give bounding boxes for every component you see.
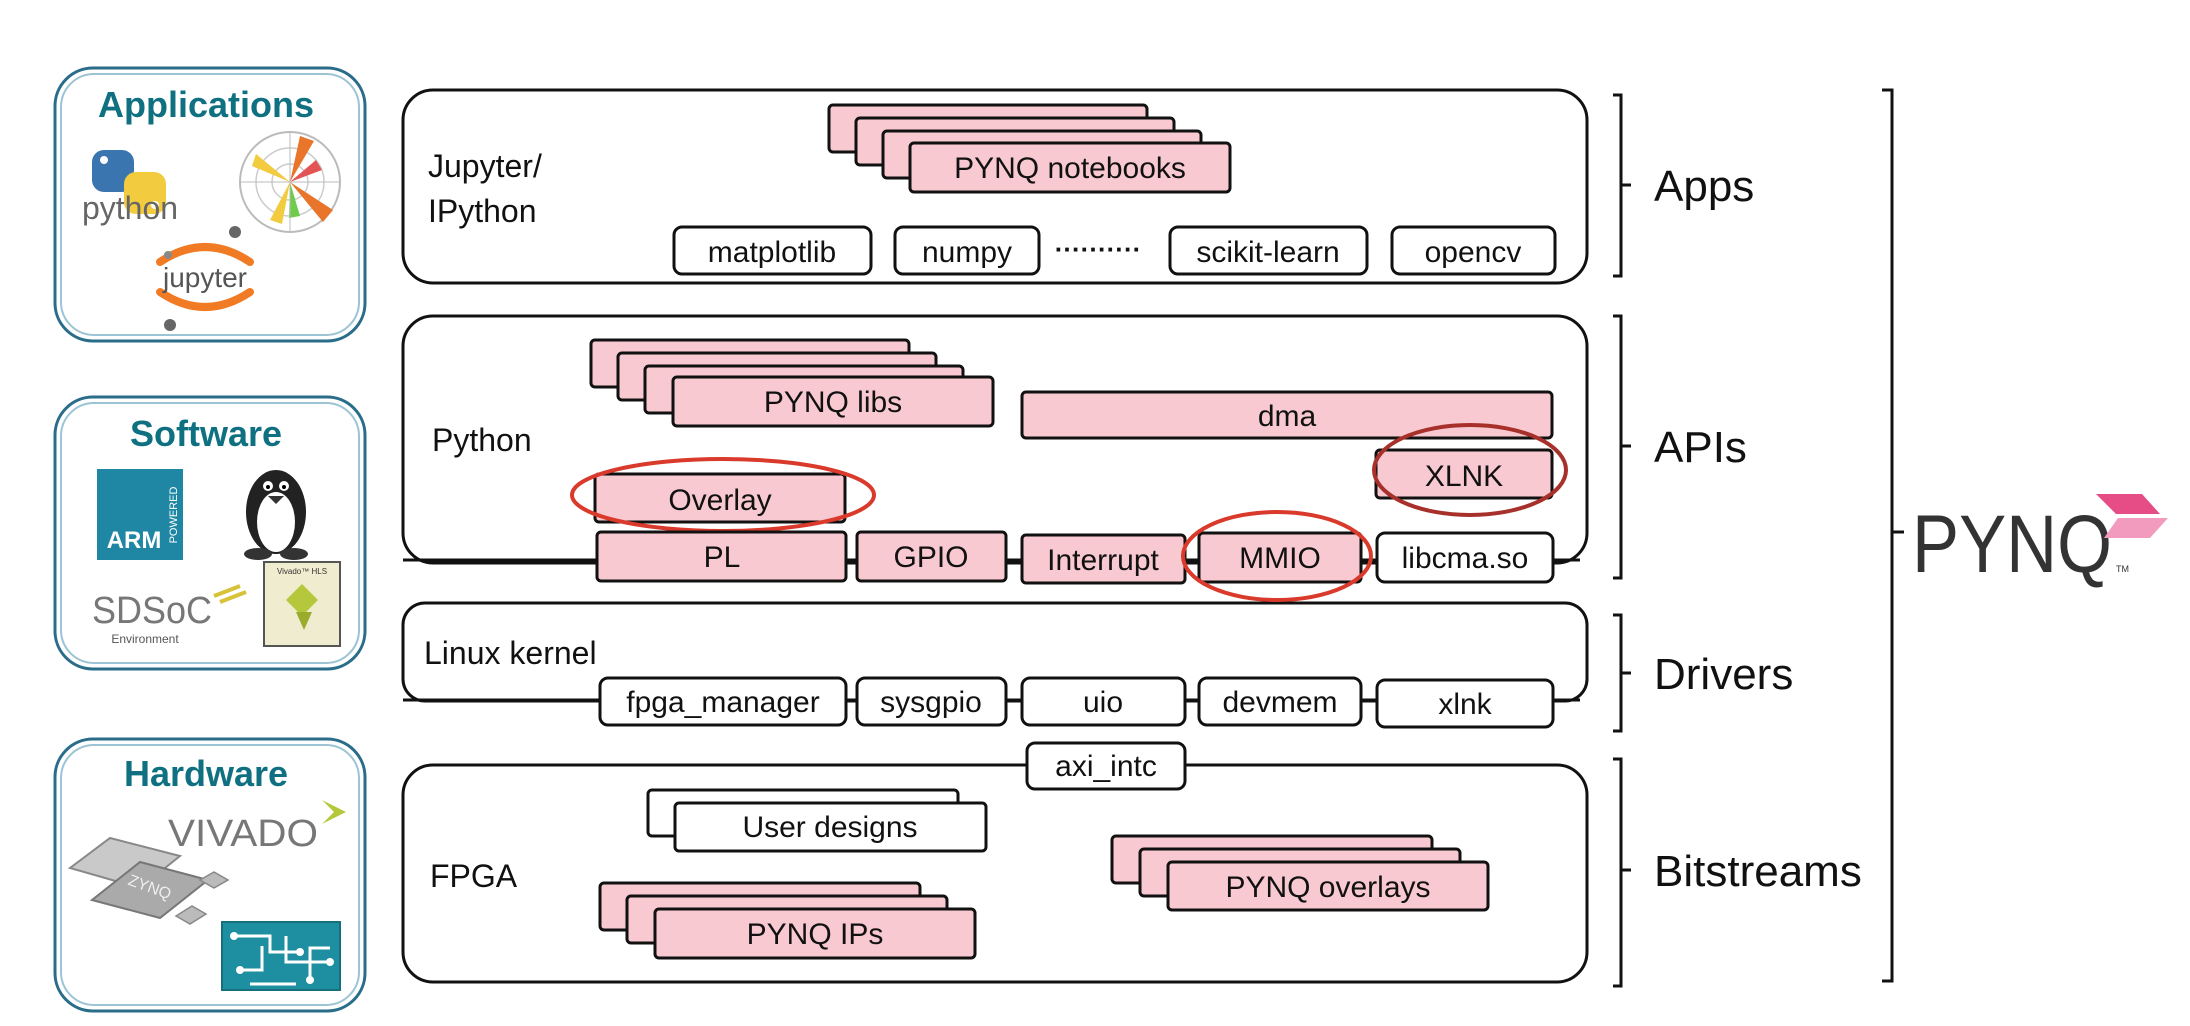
libcma-box[interactable] — [1375, 531, 1555, 584]
bitstreams-bracket: Bitstreams — [1613, 757, 1862, 988]
software-panel: Software ARM POWERED SDSoC Environment — [53, 395, 367, 671]
sdsoc-environment-text: Environment — [111, 632, 179, 646]
sdsoc-logo-text: SDSoC — [92, 590, 212, 632]
vivado-logo-icon — [322, 800, 346, 824]
library-ellipsis: ·········· — [1055, 234, 1142, 264]
gpio-box[interactable] — [855, 530, 1008, 583]
user-designs-box[interactable] — [673, 801, 988, 853]
library-label-opencv: opencv — [1425, 236, 1522, 269]
library-label-numpy: numpy — [922, 236, 1012, 269]
linux-tux-icon — [244, 470, 308, 560]
mmio-label: MMIO — [1239, 542, 1321, 575]
apps-bracket-label: Apps — [1654, 162, 1754, 211]
python-logo-icon: python — [82, 150, 178, 226]
overlay-label: Overlay — [668, 484, 771, 517]
pynq-libs-label: PYNQ libs — [764, 386, 902, 419]
drivers-bracket-label: Drivers — [1654, 650, 1793, 699]
library-box-opencv[interactable] — [1390, 225, 1557, 276]
driver-box-devmem[interactable] — [1197, 676, 1363, 727]
driver-box-sysgpio[interactable] — [855, 676, 1008, 727]
axi-intc-box[interactable] — [1025, 741, 1187, 791]
pl-box[interactable] — [595, 530, 848, 583]
bitstreams-layer-label: FPGA — [430, 858, 518, 894]
apps-libraries: matplotlib numpy ·········· scikit-learn… — [672, 225, 1557, 276]
arm-logo-icon: ARM POWERED — [97, 469, 183, 560]
pynq-bracket — [1882, 88, 1904, 983]
arm-logo-text: ARM — [107, 527, 162, 554]
dma-box[interactable] — [1020, 390, 1554, 440]
driver-label-sysgpio: sysgpio — [880, 686, 982, 719]
library-box-numpy[interactable] — [893, 225, 1041, 276]
driver-label-fpga-manager: fpga_manager — [626, 686, 819, 719]
pynq-libs-stack: PYNQ libs — [589, 338, 995, 428]
pynq-ips-label: PYNQ IPs — [747, 918, 884, 951]
software-title: Software — [130, 413, 282, 454]
hardware-title: Hardware — [124, 753, 288, 794]
vivado-hls-text: Vivado™ HLS — [277, 567, 327, 576]
apps-layer-label-line1: Jupyter/ — [428, 148, 542, 184]
circuit-board-icon — [221, 921, 341, 991]
mmio-highlight-ellipse — [1181, 510, 1373, 602]
apps-bracket: Apps — [1613, 93, 1754, 278]
pynq-ips-stack: PYNQ IPs — [598, 881, 977, 960]
pynq-logo-text: PYNQ — [1912, 499, 2112, 590]
library-label-scikit-learn: scikit-learn — [1196, 236, 1339, 269]
hardware-panel: Hardware VIVADO ZYNQ — [53, 737, 367, 1013]
vivado-logo-text: VIVADO — [168, 813, 318, 855]
library-label-matplotlib: matplotlib — [708, 236, 836, 269]
xlnk-highlight-ellipse — [1372, 423, 1568, 517]
pynq-logo: PYNQ TM — [1912, 494, 2168, 590]
axi-intc-label: axi_intc — [1055, 750, 1157, 783]
sdsoc-logo-icon: SDSoC Environment — [92, 584, 247, 646]
apps-layer-label-line2: IPython — [428, 193, 537, 229]
xlnk-api-label: XLNK — [1425, 460, 1503, 493]
pynq-overlays-label: PYNQ overlays — [1225, 871, 1430, 904]
pynq-overlays-stack: PYNQ overlays — [1110, 834, 1490, 912]
drivers-bracket: Drivers — [1613, 613, 1793, 733]
applications-title: Applications — [98, 84, 314, 125]
polar-chart-icon — [239, 131, 341, 233]
jupyter-logo-icon: jupyter — [156, 226, 254, 331]
pynq-notebooks-box[interactable] — [908, 141, 1232, 194]
arm-powered-text: POWERED — [168, 487, 180, 544]
pynq-overlays-box[interactable] — [1166, 860, 1490, 912]
driver-box-xlnk[interactable] — [1375, 678, 1555, 729]
dma-label: dma — [1258, 400, 1317, 433]
pynq-logo-mark-icon — [2096, 494, 2160, 514]
applications-panel: Applications python — [53, 66, 367, 343]
apis-bracket-label: APIs — [1654, 423, 1747, 472]
driver-label-devmem: devmem — [1222, 686, 1337, 719]
apis-bracket: APIs — [1613, 314, 1747, 580]
gpio-label: GPIO — [893, 541, 968, 574]
mmio-box[interactable] — [1197, 531, 1363, 584]
pynq-ips-box[interactable] — [653, 907, 977, 960]
jupyter-logo-text: jupyter — [162, 262, 247, 293]
pynq-notebooks-stack: PYNQ notebooks — [827, 103, 1232, 194]
overlay-box[interactable] — [593, 472, 847, 524]
driver-box-uio[interactable] — [1020, 676, 1187, 727]
libcma-label: libcma.so — [1402, 542, 1529, 575]
pynq-logo-tm: TM — [2116, 564, 2129, 574]
apis-layer-label: Python — [432, 422, 532, 458]
user-designs-stack: User designs — [646, 788, 988, 853]
drivers-layer-label: Linux kernel — [424, 635, 597, 671]
pynq-libs-box[interactable] — [671, 375, 995, 428]
bitstreams-bracket-label: Bitstreams — [1654, 847, 1862, 896]
python-logo-text: python — [82, 190, 178, 226]
user-designs-label: User designs — [742, 811, 917, 844]
driver-label-xlnk: xlnk — [1438, 688, 1492, 721]
driver-box-fpga-manager[interactable] — [598, 676, 848, 727]
pl-label: PL — [704, 541, 741, 574]
library-box-matplotlib[interactable] — [672, 225, 873, 276]
driver-label-uio: uio — [1083, 686, 1123, 719]
library-box-scikit-learn[interactable] — [1168, 225, 1369, 276]
interrupt-label: Interrupt — [1047, 544, 1159, 577]
zynq-chip-icon: ZYNQ — [67, 836, 230, 925]
vivado-hls-icon: Vivado™ HLS — [263, 561, 341, 647]
pynq-notebooks-label: PYNQ notebooks — [954, 152, 1186, 185]
